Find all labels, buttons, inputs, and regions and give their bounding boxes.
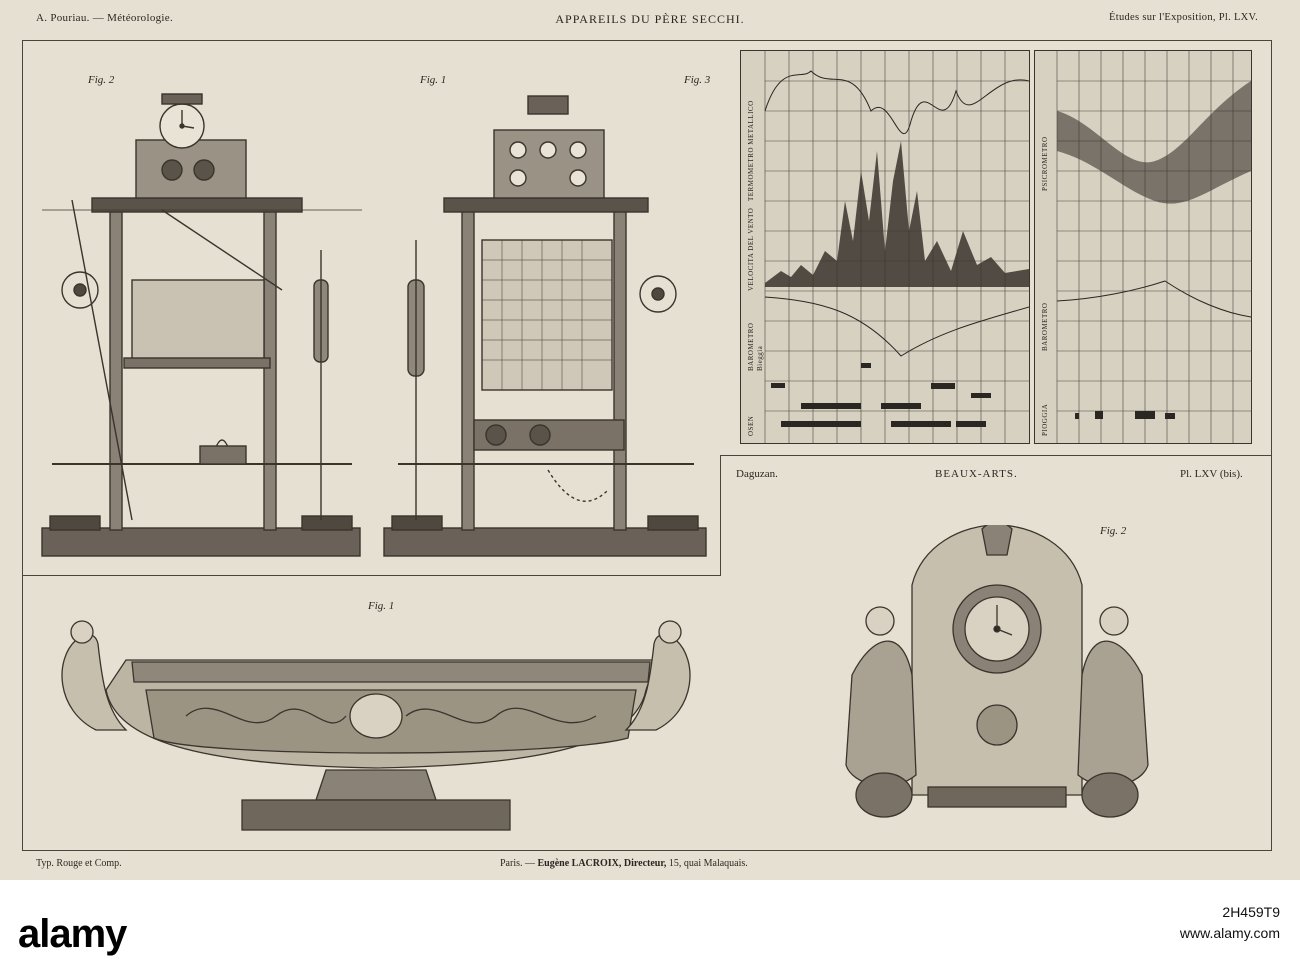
divider-rule <box>1271 40 1272 850</box>
divider-rule <box>22 575 720 576</box>
figure-label: Fig. 2 <box>88 74 115 86</box>
chart-axis-label: BAROMETRO <box>1041 302 1049 351</box>
divider-rule <box>22 40 1272 41</box>
beaux-arts-left: Daguzan. <box>736 468 778 480</box>
chart-axis-label: OSEN <box>747 415 755 436</box>
chart-axis-label: BAROMETRO <box>747 322 755 371</box>
printer-credit: Typ. Rouge et Comp. <box>36 858 122 869</box>
meteorograph-illustration <box>41 93 362 557</box>
publisher-prefix: Paris. — <box>500 858 535 869</box>
header-left: A. Pouriau. — Météorologie. <box>36 12 174 24</box>
figure-label: Fig. 3 <box>684 74 711 86</box>
stock-id: 2H459T9 <box>1222 904 1280 920</box>
chart-axis-label: PSICROMETRO <box>1041 136 1049 191</box>
recording-chart-right: PSICROMETRO BAROMETRO PIOGGIA <box>1034 50 1252 444</box>
figure-label: Fig. 1 <box>420 74 447 86</box>
header-right: Études sur l'Exposition, Pl. LXV. <box>1109 12 1258 23</box>
divider-rule <box>720 455 721 576</box>
divider-rule <box>22 850 1272 851</box>
stock-photo-band <box>0 880 1300 970</box>
publisher-line: Paris. — Eugène LACROIX, Directeur, 15, … <box>500 858 748 869</box>
engraving-plate: A. Pouriau. — Météorologie. APPAREILS DU… <box>0 0 1300 880</box>
header-center: APPAREILS DU PÈRE SECCHI. <box>555 12 745 26</box>
chart-axis-label: TERMOMETRO METALLICO <box>747 100 755 201</box>
recording-chart-left: TERMOMETRO METALLICO VELOCITA DEL VENTO … <box>740 50 1030 444</box>
stock-image-id: 2H459T9 www.alamy.com <box>1180 902 1280 944</box>
divider-rule <box>720 455 1272 456</box>
publisher-name: Eugène LACROIX, Directeur, <box>537 858 667 869</box>
ornamental-bowl-illustration <box>61 620 691 831</box>
beaux-arts-center: BEAUX-ARTS. <box>935 468 1018 480</box>
meteorograph-illustration <box>383 95 707 557</box>
publisher-address: 15, quai Malaquais. <box>668 858 748 869</box>
ornamental-clock-illustration <box>845 525 1149 818</box>
chart-axis-label: PIOGGIA <box>1041 403 1049 436</box>
stock-watermark-logo: alamy <box>18 912 127 956</box>
stock-url: www.alamy.com <box>1179 925 1280 941</box>
divider-rule <box>22 40 23 850</box>
chart-axis-label: Bieggia <box>756 345 764 371</box>
beaux-arts-right: Pl. LXV (bis). <box>1180 468 1243 480</box>
chart-axis-label: VELOCITA DEL VENTO <box>747 207 755 291</box>
figure-label: Fig. 2 <box>1100 525 1127 537</box>
figure-label: Fig. 1 <box>368 600 395 612</box>
